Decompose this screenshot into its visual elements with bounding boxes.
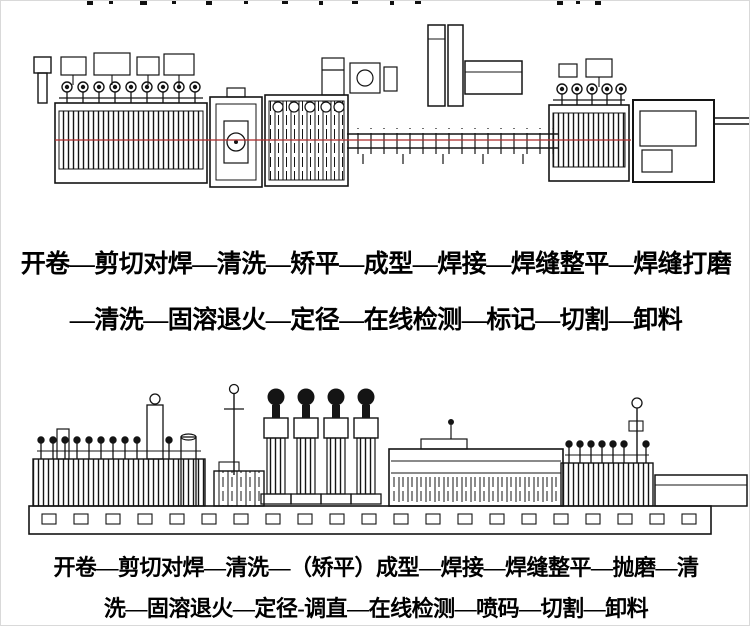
accumulator-entry bbox=[213, 383, 265, 507]
production-line-diagram-bottom bbox=[28, 383, 748, 535]
base-platform bbox=[28, 505, 712, 535]
marking-cutting-mast bbox=[628, 397, 644, 463]
process-flow-text-top: 开卷—剪切对焊—清洗—矫平—成型—焊接—焊缝整平—焊缝打磨 —清洗—固溶退火—定… bbox=[1, 244, 749, 336]
mill-conveyor-line bbox=[347, 128, 559, 164]
flow-top-line1: 开卷—剪切对焊—清洗—矫平—成型—焊接—焊缝整平—焊缝打磨 bbox=[20, 251, 732, 278]
exit-roll-stand-block bbox=[560, 440, 654, 507]
process-flow-text-bottom: 开卷—剪切对焊—清洗—（矫平）成型—焊接—焊缝整平—抛磨—清 洗—固溶退火—定径… bbox=[1, 550, 749, 623]
control-cabinets bbox=[427, 24, 523, 107]
forming-welding-stands bbox=[260, 387, 382, 505]
runout-unloading-table bbox=[654, 474, 748, 507]
forming-welding-units bbox=[321, 57, 398, 96]
shear-butt-welder bbox=[209, 87, 263, 188]
cutoff-unloading-section bbox=[632, 99, 749, 183]
sizing-mill-section bbox=[548, 58, 630, 182]
flow-top-line2: —清洗—固溶退火—定径—在线检测—标记—切割—卸料 bbox=[69, 307, 683, 334]
flow-bottom-line1: 开卷—剪切对焊—清洗—（矫平）成型—焊接—焊缝整平—抛磨—清 bbox=[53, 555, 699, 580]
top-edge-artifacts bbox=[87, 1, 601, 5]
flow-bottom-line2: 洗—固溶退火—定径-调直—在线检测—喷码—切割—卸料 bbox=[103, 596, 649, 621]
uncoiler-entry-mill bbox=[54, 52, 208, 184]
entry-roll-stand-block bbox=[32, 393, 206, 507]
annealing-inspection-line bbox=[388, 419, 564, 507]
production-line-diagram-top bbox=[33, 1, 749, 188]
entry-coil-car bbox=[33, 56, 52, 104]
